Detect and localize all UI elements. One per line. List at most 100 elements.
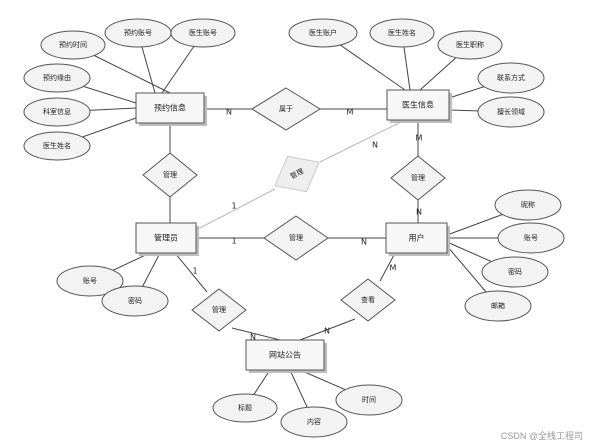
relationship-diamond <box>390 155 446 201</box>
relationship-diamond <box>142 152 198 198</box>
relationship-diamond <box>251 87 321 131</box>
attribute-a4[interactable]: 预约缘由 <box>23 63 91 93</box>
entity-yonghu[interactable]: 用户 <box>385 222 450 256</box>
attribute-ellipse <box>23 131 91 161</box>
attribute-ellipse <box>369 18 435 48</box>
entity-box <box>135 222 197 254</box>
attribute-a6[interactable]: 医生姓名 <box>23 131 91 161</box>
attribute-label: 科室信息 <box>43 107 71 116</box>
entity-label: 医生信息 <box>402 100 434 110</box>
attribute-a15[interactable]: 邮箱 <box>464 290 532 322</box>
cardinality-c1: N <box>226 108 232 117</box>
attribute-ellipse <box>40 30 106 60</box>
attribute-ellipse <box>481 256 549 288</box>
attribute-a8[interactable]: 医生姓名 <box>369 18 435 48</box>
relationship-diamond <box>340 278 396 322</box>
connector-line <box>195 188 276 231</box>
attribute-ellipse <box>280 406 348 438</box>
relationship-label: 管理 <box>289 233 303 242</box>
cardinality-c2: M <box>347 108 354 117</box>
attribute-label: 医生账号 <box>189 28 217 37</box>
entity-label: 管理员 <box>154 233 178 243</box>
attribute-a5[interactable]: 科室信息 <box>23 97 91 127</box>
attribute-label: 医生姓名 <box>388 28 416 37</box>
attribute-a14[interactable]: 密码 <box>481 256 549 288</box>
relationship-label: 管理 <box>411 173 425 182</box>
cardinality-c11: 1 <box>192 267 197 276</box>
relationship-r_yh_gg[interactable]: 查看 <box>340 278 396 322</box>
attribute-a3[interactable]: 医生账号 <box>170 18 236 48</box>
attribute-label: 预约缘由 <box>43 73 71 82</box>
attribute-ellipse <box>335 384 403 416</box>
connector-line <box>231 327 281 341</box>
cardinality-c7: 1 <box>231 237 236 246</box>
attribute-a1[interactable]: 预约时间 <box>40 30 106 60</box>
attribute-ellipse <box>477 96 545 128</box>
attribute-label: 医生账户 <box>309 28 337 37</box>
attribute-ellipse <box>56 265 124 297</box>
entity-gonggao[interactable]: 网站公告 <box>245 339 327 373</box>
entity-box <box>385 222 448 254</box>
entity-yuyue[interactable]: 预约信息 <box>135 92 207 126</box>
cardinality-c3: M <box>416 134 423 143</box>
attribute-label: 邮箱 <box>491 301 505 310</box>
attribute-label: 账号 <box>524 233 538 242</box>
attribute-a13[interactable]: 账号 <box>497 222 565 254</box>
attribute-label: 密码 <box>128 296 142 305</box>
cardinality-c10: N <box>250 333 256 342</box>
connector-line <box>174 252 208 293</box>
attribute-ellipse <box>170 18 236 48</box>
entity-guanli[interactable]: 管理员 <box>135 222 199 256</box>
cardinality-c4: N <box>372 141 378 150</box>
relationship-label: 管理 <box>163 170 177 179</box>
entity-yisheng[interactable]: 医生信息 <box>386 89 452 123</box>
attribute-ellipse <box>497 222 565 254</box>
cardinality-c5: 1 <box>231 202 236 211</box>
attribute-label: 医生职称 <box>456 40 484 49</box>
relationship-diamond <box>191 288 247 332</box>
attribute-label: 预约时间 <box>59 40 87 49</box>
entity-label: 网站公告 <box>269 350 301 360</box>
relationship-r_shuyu[interactable]: 属于 <box>251 87 321 131</box>
relationship-r_yy_gl[interactable]: 管理 <box>142 152 198 198</box>
attribute-a11[interactable]: 擅长领域 <box>477 96 545 128</box>
attribute-a9[interactable]: 医生职称 <box>437 30 503 60</box>
attribute-a18[interactable]: 标题 <box>212 393 278 423</box>
entity-box <box>386 89 450 121</box>
relationship-r_ys_yh[interactable]: 管理 <box>390 155 446 201</box>
cardinality-c12: N <box>324 327 330 336</box>
relationship-r_gl_yh[interactable]: 管理 <box>263 215 329 261</box>
attribute-a20[interactable]: 时间 <box>335 384 403 416</box>
attribute-label: 联系方式 <box>497 73 525 82</box>
connector-line <box>299 318 356 341</box>
relationship-label: 属于 <box>279 105 293 113</box>
attribute-a2[interactable]: 预约账号 <box>104 18 172 48</box>
attribute-a17[interactable]: 密码 <box>101 285 169 317</box>
connector-line <box>379 252 396 282</box>
attribute-ellipse <box>23 97 91 127</box>
entity-label: 用户 <box>409 233 425 243</box>
csdn-watermark: CSDN @全栈工程司 <box>500 431 583 441</box>
attribute-a19[interactable]: 内容 <box>280 406 348 438</box>
entity-box <box>135 92 205 124</box>
attribute-a16[interactable]: 账号 <box>56 265 124 297</box>
relationship-r_gl_ys[interactable]: 管理 <box>266 145 329 204</box>
attribute-ellipse <box>494 189 562 221</box>
relationship-label: 查看 <box>361 295 375 304</box>
attribute-a10[interactable]: 联系方式 <box>477 62 545 94</box>
cardinality-c9: M <box>390 264 397 273</box>
attribute-ellipse <box>464 290 532 322</box>
entity-box <box>245 339 325 371</box>
connector-line <box>319 119 406 163</box>
attribute-label: 时间 <box>362 395 376 404</box>
relationship-label: 管理 <box>212 305 226 314</box>
attribute-a7[interactable]: 医生账户 <box>288 18 358 48</box>
attribute-label: 昵称 <box>521 200 535 209</box>
attribute-label: 医生姓名 <box>43 141 71 150</box>
attribute-a12[interactable]: 昵称 <box>494 189 562 221</box>
relationship-r_gl_gg[interactable]: 管理 <box>191 288 247 332</box>
attribute-ellipse <box>288 18 358 48</box>
entity-label: 预约信息 <box>154 103 186 113</box>
relationship-diamond <box>263 215 329 261</box>
